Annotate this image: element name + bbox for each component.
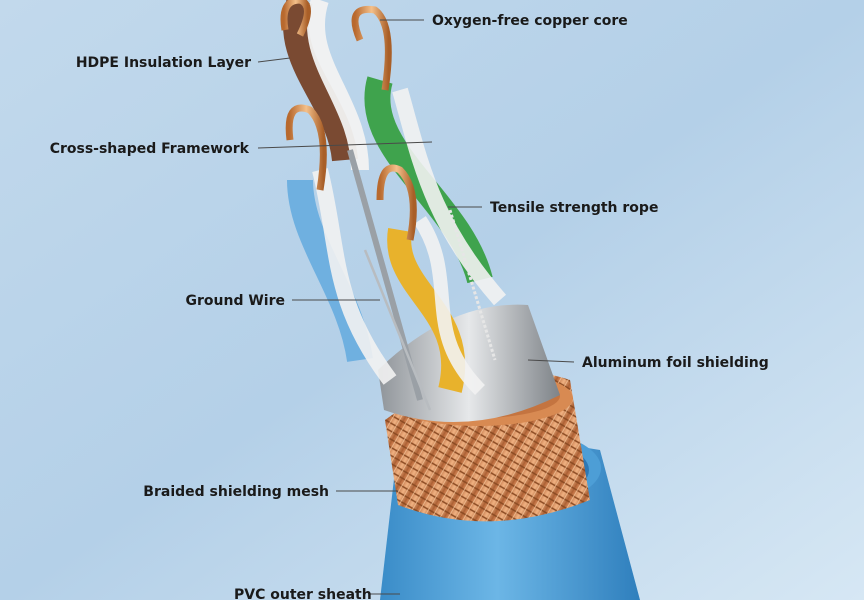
label-ground-wire: Ground Wire: [186, 293, 285, 309]
label-tensile-rope: Tensile strength rope: [490, 200, 658, 216]
label-hdpe: HDPE Insulation Layer: [76, 55, 251, 71]
label-aluminum-foil: Aluminum foil shielding: [582, 355, 769, 371]
leader-cross-frame: [257, 141, 433, 149]
leader-hdpe: [257, 57, 291, 63]
label-braided-mesh: Braided shielding mesh: [143, 484, 329, 500]
label-pvc-sheath: PVC outer sheath: [234, 587, 372, 600]
copper-cores-illustration: [280, 0, 417, 241]
leader-aluminum-foil: [527, 359, 575, 363]
twisted-pairs-illustration: [282, 0, 507, 411]
leader-lines: [257, 19, 575, 595]
label-copper-core: Oxygen-free copper core: [432, 13, 628, 29]
label-cross-frame: Cross-shaped Framework: [50, 141, 250, 157]
